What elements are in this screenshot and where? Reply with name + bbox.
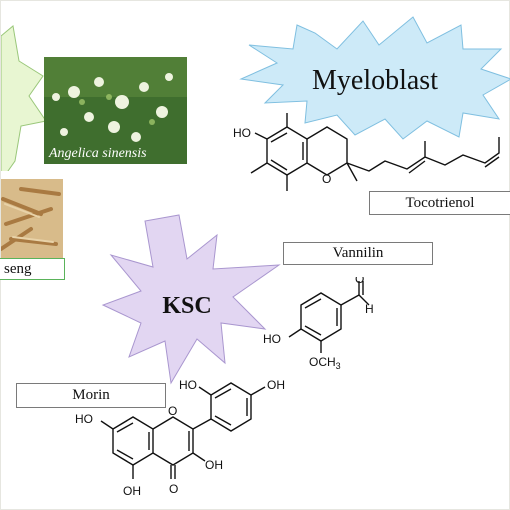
morin-ho7-label: HO: [75, 412, 93, 426]
vannilin-structure: HO H O OCH3: [263, 277, 374, 371]
morin-box: Morin: [16, 383, 166, 408]
morin-ho2-label: HO: [179, 378, 197, 392]
morin-oh3-label: OH: [205, 458, 223, 472]
ginseng-photo: [1, 179, 63, 258]
vannilin-och3-label: OCH: [309, 355, 336, 369]
vannilin-box: Vannilin: [283, 242, 433, 265]
svg-text:OCH3: OCH3: [309, 355, 341, 371]
myeloblast-burst: Myeloblast: [239, 16, 510, 140]
angelica-caption: Angelica sinensis: [49, 146, 147, 161]
vannilin-och3-sub: 3: [336, 361, 341, 371]
morin-label: Morin: [72, 387, 110, 403]
tocotrienol-structure: HO O: [233, 113, 500, 191]
vannilin-ho-label: HO: [263, 332, 281, 346]
green-burst: [1, 25, 47, 171]
vannilin-h-label: H: [365, 302, 374, 316]
morin-ring-o-label: O: [168, 404, 177, 418]
myeloblast-label: Myeloblast: [312, 65, 438, 96]
morin-structure: HO O O OH OH HO OH: [75, 378, 285, 498]
toco-ho-label: HO: [233, 126, 251, 140]
ginseng-caption: seng: [4, 261, 32, 277]
morin-carbonyl-o-label: O: [169, 482, 178, 496]
morin-oh4-label: OH: [267, 378, 285, 392]
ksc-label: KSC: [162, 293, 211, 319]
tocotrienol-label: Tocotrienol: [405, 195, 475, 211]
ginseng-label: seng: [0, 258, 65, 280]
morin-oh5-label: OH: [123, 484, 141, 498]
ksc-burst: KSC: [101, 214, 281, 385]
vannilin-label: Vannilin: [332, 245, 384, 261]
angelica-photo: Angelica sinensis: [44, 57, 187, 164]
tocotrienol-box: Tocotrienol: [369, 191, 510, 215]
vannilin-o-label: O: [355, 277, 364, 286]
toco-o-label: O: [322, 172, 331, 186]
